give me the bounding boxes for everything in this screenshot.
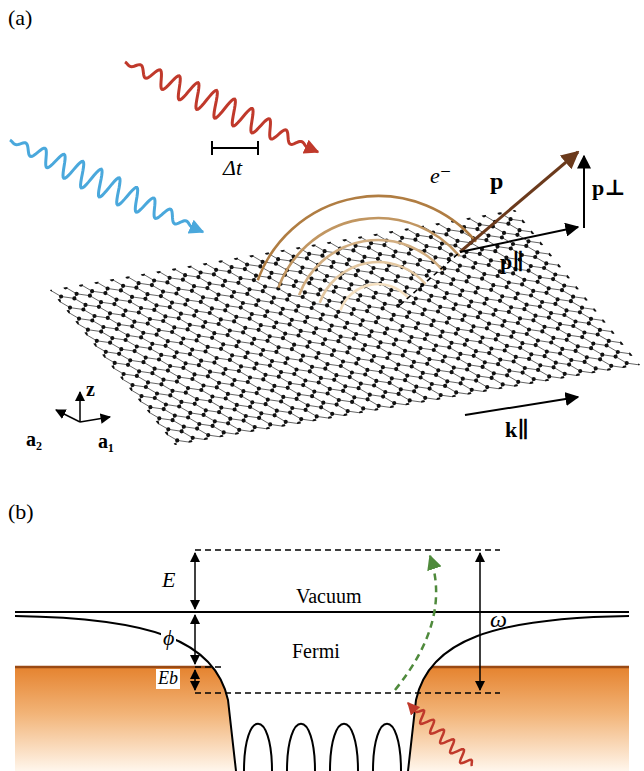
- wavefront: [340, 284, 408, 310]
- k-arrow: [465, 397, 578, 415]
- panel-label: (a): [8, 6, 32, 30]
- electron-label: e⁻: [430, 164, 451, 188]
- energy-levels: [15, 550, 629, 693]
- delay-bracket: [212, 141, 258, 155]
- level-label: Vacuum: [296, 585, 362, 607]
- axes: [56, 392, 110, 422]
- delay-label: Δt: [223, 156, 242, 180]
- vector-label: p⊥: [592, 176, 625, 200]
- axis-label: a₂: [26, 428, 42, 450]
- graphene-lattice: [0, 176, 644, 479]
- energy-label: ϕ: [161, 626, 176, 650]
- axis-label: z: [86, 378, 95, 400]
- level-label: Fermi: [292, 640, 340, 662]
- energy-label: ω: [490, 606, 507, 632]
- core-well: [373, 724, 401, 771]
- core-well: [287, 724, 315, 771]
- probe-pulse: [10, 140, 203, 232]
- photon: [408, 703, 472, 766]
- panel-label: (b): [8, 500, 34, 524]
- electron-wavefronts: [258, 196, 476, 310]
- vector-label: p∥: [500, 250, 524, 274]
- vector-label: k∥: [505, 418, 529, 442]
- occupied-states: [0, 667, 644, 771]
- core-well: [244, 724, 272, 771]
- core-well: [330, 724, 358, 771]
- pump-pulse: [125, 62, 318, 152]
- photon-wave: [408, 703, 472, 766]
- axis-label: a₁: [98, 430, 114, 452]
- momentum-vectors: [400, 152, 584, 305]
- energy-label: Eb: [156, 669, 180, 689]
- energy-label: E: [160, 568, 177, 592]
- atomic-cores: [244, 724, 401, 771]
- lattice-atoms: [0, 176, 644, 475]
- lattice-bonds: [0, 178, 644, 479]
- excitation-arrow: [395, 556, 436, 690]
- laser-pulses: [10, 62, 318, 232]
- potential-walls: [15, 616, 629, 771]
- wavefront: [278, 218, 459, 288]
- vector-label: p: [490, 168, 503, 194]
